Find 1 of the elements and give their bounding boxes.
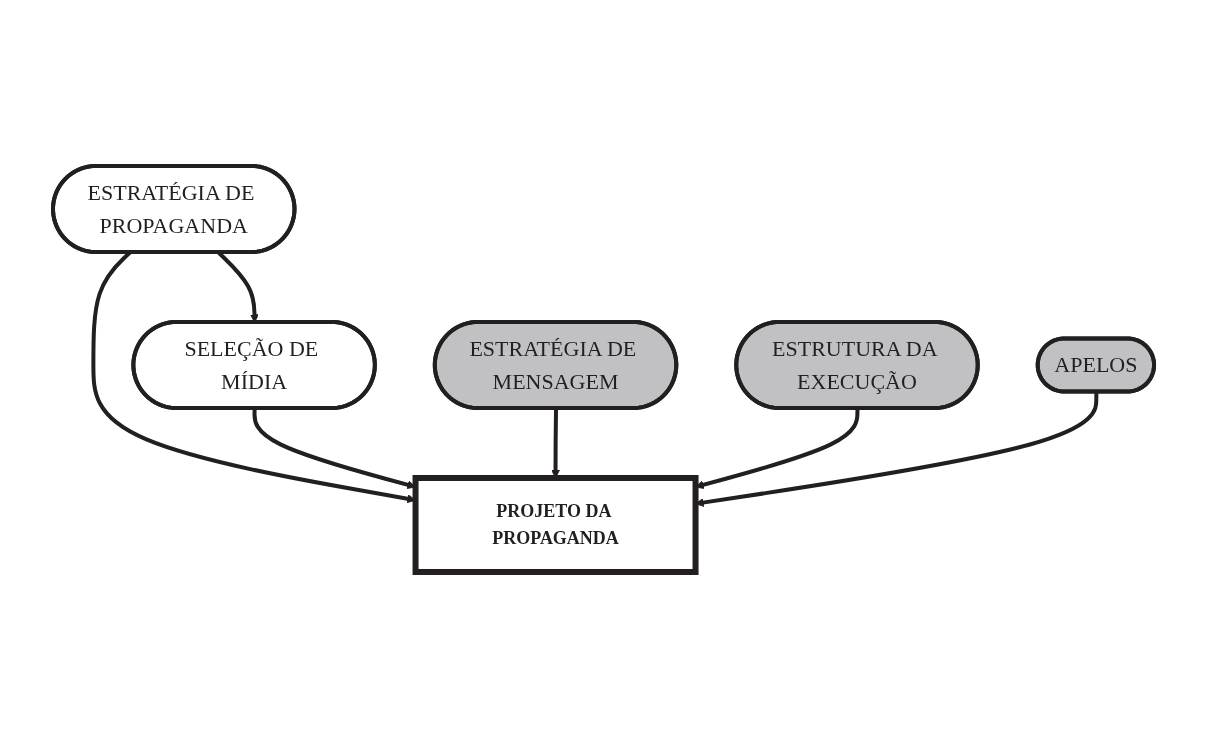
node-box: PROJETO DA PROPAGANDA — [412, 475, 699, 575]
